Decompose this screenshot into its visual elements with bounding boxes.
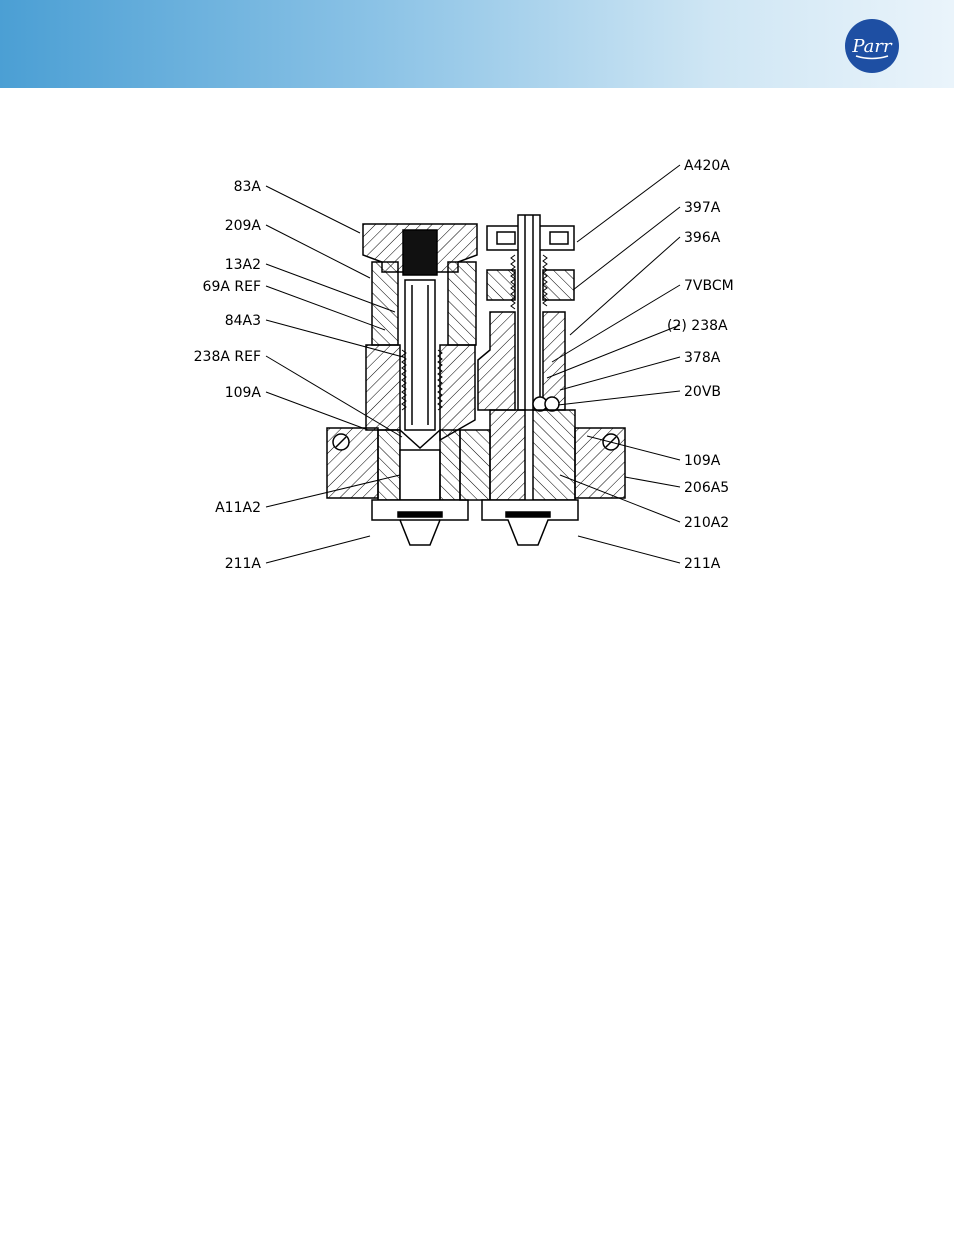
label-7vbcm: 7VBCM bbox=[684, 278, 734, 294]
label-397a: 397A bbox=[684, 200, 721, 216]
label-a11a2: A11A2 bbox=[215, 500, 261, 516]
label-109a-right: 109A bbox=[684, 453, 721, 469]
label-a420a: A420A bbox=[684, 158, 730, 174]
label-2-238a: (2) 238A bbox=[667, 318, 728, 334]
label-84a3: 84A3 bbox=[225, 313, 261, 329]
right-labels: A420A 397A 396A 7VBCM (2) 238A 378A 20VB… bbox=[667, 158, 734, 572]
left-labels: 83A 209A 13A2 69A REF 84A3 238A REF 109A… bbox=[194, 179, 262, 572]
label-396a: 396A bbox=[684, 230, 721, 246]
label-211a-right: 211A bbox=[684, 556, 721, 572]
label-378a: 378A bbox=[684, 350, 721, 366]
label-206a5: 206A5 bbox=[684, 480, 729, 496]
label-20vb: 20VB bbox=[684, 384, 721, 400]
label-210a2: 210A2 bbox=[684, 515, 729, 531]
right-valve bbox=[460, 215, 625, 545]
label-109a-left: 109A bbox=[225, 385, 262, 401]
left-valve bbox=[327, 224, 477, 545]
label-83a: 83A bbox=[234, 179, 262, 195]
label-238a-ref: 238A REF bbox=[194, 349, 261, 365]
label-211a-left: 211A bbox=[225, 556, 262, 572]
label-209a: 209A bbox=[225, 218, 262, 234]
label-69a-ref: 69A REF bbox=[203, 279, 261, 295]
label-13a2: 13A2 bbox=[225, 257, 261, 273]
